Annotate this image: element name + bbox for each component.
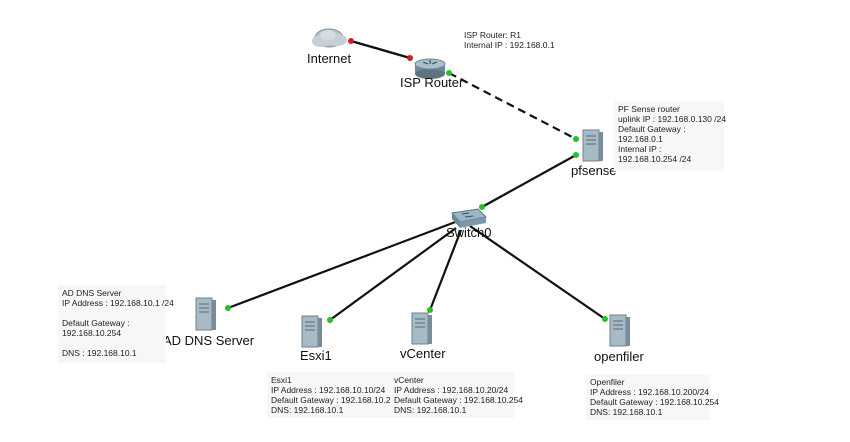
vcenter-server-icon[interactable]: [411, 312, 432, 345]
vcenter-label: vCenter: [400, 346, 446, 361]
link-isp-pfsense[interactable]: [448, 72, 577, 140]
pfsense-label: pfsense: [571, 163, 617, 178]
openfiler-label: openfiler: [594, 349, 644, 364]
openfiler-server-icon[interactable]: [609, 314, 630, 347]
port-status-up: [602, 316, 608, 322]
port-status-up: [446, 70, 452, 76]
port-status-up: [327, 317, 333, 323]
link-pfsense-switch[interactable]: [481, 154, 577, 208]
isp-router-note: ISP Router: R1 Internal IP : 192.168.0.1: [464, 30, 555, 50]
internet-label: Internet: [307, 51, 352, 66]
ad-dns-server-icon[interactable]: [195, 297, 216, 331]
esxi-label: Esxi1: [300, 348, 332, 363]
port-status-up: [573, 152, 579, 158]
link-switch-esxi[interactable]: [329, 227, 457, 321]
pfsense-note: PF Sense router uplink IP : 192.168.0.13…: [614, 101, 726, 171]
isp-router-label: ISP Router: [400, 75, 464, 90]
vcenter-note: vCenter IP Address : 192.168.10.20/24 De…: [390, 372, 523, 418]
link-switch-vcenter[interactable]: [428, 229, 463, 311]
esxi-note: Esxi1 IP Address : 192.168.10.10/24 Defa…: [267, 372, 400, 418]
link-internet-isp[interactable]: [350, 39, 411, 60]
link-switch-ad-dns[interactable]: [227, 219, 459, 310]
switch-label: Switch0: [446, 225, 492, 240]
router-icon[interactable]: [414, 58, 446, 79]
port-status-down: [407, 55, 413, 61]
esxi-server-icon[interactable]: [301, 315, 322, 348]
port-status-up: [427, 307, 433, 313]
port-status-down: [348, 38, 354, 44]
pfsense-server-icon[interactable]: [582, 129, 603, 162]
openfiler-note: Openfiler IP Address : 192.168.10.200/24…: [586, 374, 719, 420]
port-status-up: [573, 136, 579, 142]
ad-dns-note: AD DNS Server IP Address : 192.168.10.1 …: [58, 285, 174, 363]
link-switch-openfiler[interactable]: [469, 225, 606, 320]
cloud-icon[interactable]: [312, 28, 347, 48]
switch-icon[interactable]: [451, 208, 488, 228]
port-status-up: [479, 204, 485, 210]
ad-dns-server-label: AD DNS Server: [163, 333, 255, 348]
port-status-up: [225, 305, 231, 311]
